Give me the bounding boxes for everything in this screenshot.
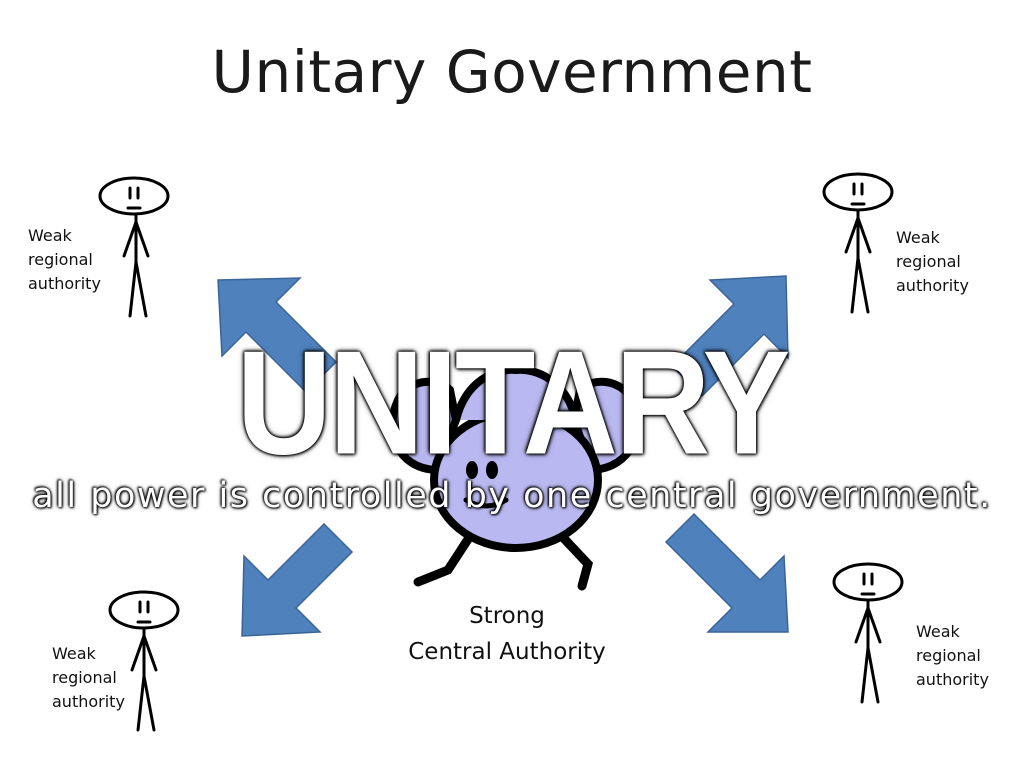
central-authority-label: Strong Central Authority — [380, 598, 634, 670]
regional-label-bottom-left: Weak regional authority — [52, 644, 125, 711]
arrow-top-right — [670, 275, 789, 398]
stick-figure-bottom-right — [832, 562, 904, 704]
stick-figure-top-right — [822, 172, 894, 314]
central-label-line2: Central Authority — [408, 639, 606, 665]
central-label-line1: Strong — [469, 603, 545, 629]
central-character — [388, 365, 642, 591]
page-title: Unitary Government — [211, 38, 813, 106]
arrow-bottom-right — [664, 512, 789, 633]
regional-label-top-left: Weak regional authority — [28, 226, 101, 293]
overlay-headline: UNITARY — [236, 320, 791, 485]
overlay-subtitle: all power is controlled by one central g… — [32, 476, 992, 516]
arrow-bottom-left — [241, 522, 354, 637]
stick-figure-bottom-left — [108, 590, 180, 732]
regional-label-top-right: Weak regional authority — [896, 228, 969, 295]
arrow-top-left — [217, 277, 338, 394]
stick-figure-top-left — [98, 176, 170, 318]
regional-label-bottom-right: Weak regional authority — [916, 622, 989, 689]
